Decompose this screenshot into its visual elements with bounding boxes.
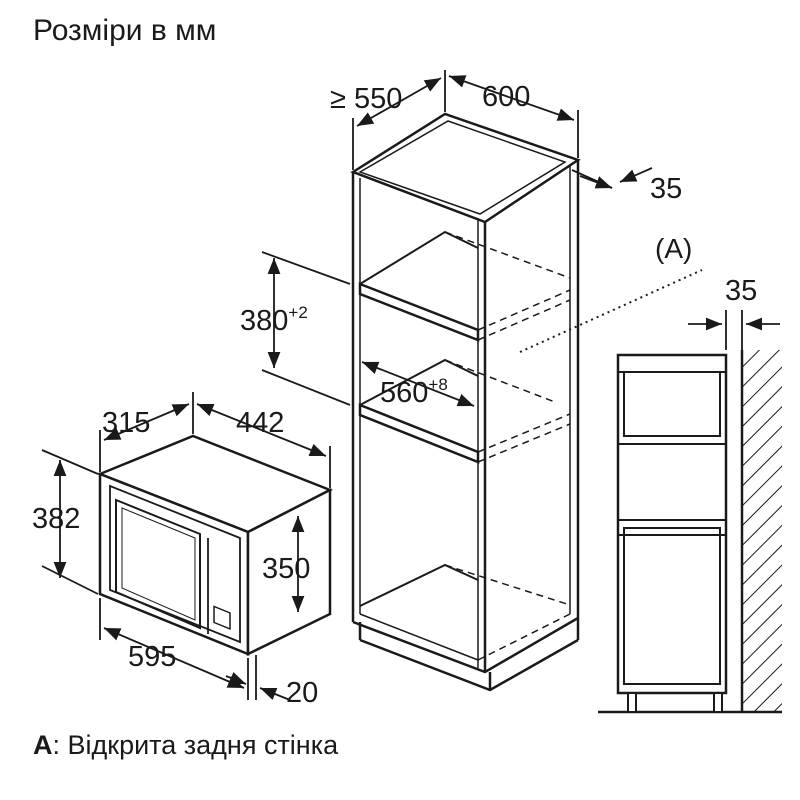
label-mw-inner-height: 350 [262, 553, 310, 585]
cabinet-dimension-lines [261, 70, 703, 407]
microwave-oven [96, 434, 334, 657]
label-cabinet-side: 35 [650, 173, 682, 205]
label-wall-gap: 35 [725, 275, 757, 307]
label-mw-height: 382 [32, 503, 80, 535]
page-title: Розміри в мм [33, 14, 217, 47]
microwave-dimension-lines [41, 392, 331, 701]
label-niche-height: 380+2 [240, 303, 308, 337]
label-callout: (A) [655, 233, 692, 264]
side-view-detail [598, 350, 782, 714]
label-mw-front: 20 [286, 677, 318, 709]
label-mw-width-top: 442 [236, 407, 284, 439]
label-mw-depth: 315 [102, 407, 150, 439]
label-cabinet-width: 600 [482, 81, 530, 113]
label-mw-width: 595 [128, 641, 176, 673]
footer-note: A: Відкрита задня стінка [33, 730, 338, 761]
footer-text: : Відкрита задня стінка [52, 730, 339, 760]
footer-key: A [33, 730, 53, 760]
label-cabinet-depth: ≥ 550 [330, 83, 402, 115]
side-view-gap-dimension [688, 310, 780, 350]
label-niche-width: 560+8 [380, 375, 448, 409]
tall-cabinet [350, 112, 581, 692]
